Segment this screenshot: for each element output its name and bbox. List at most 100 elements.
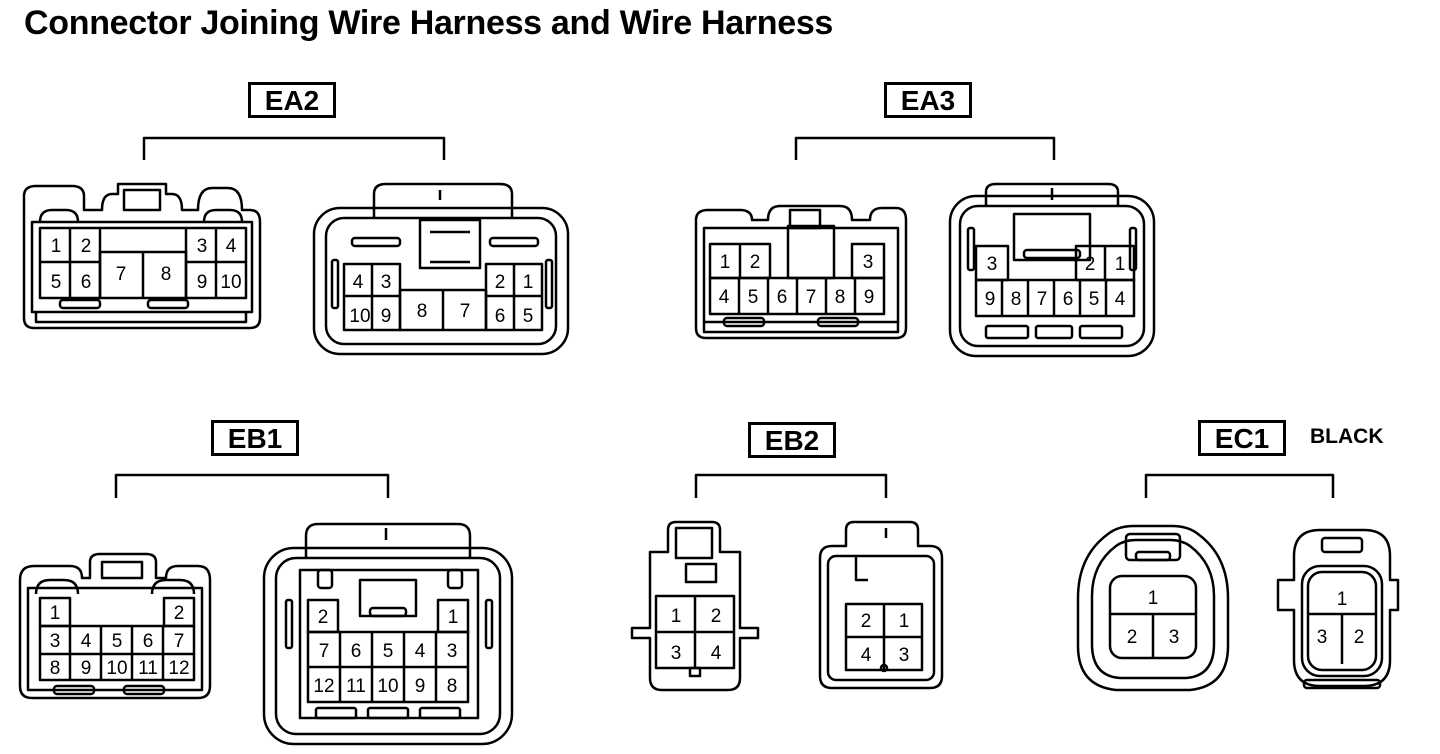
pin-label: 9 — [197, 272, 208, 293]
pin-label: 12 — [313, 676, 334, 697]
pin-label: 7 — [116, 264, 127, 285]
pin-label: 1 — [720, 252, 731, 273]
pin-label: 2 — [861, 611, 872, 632]
label-ec1: EC1 — [1198, 420, 1286, 456]
pin-label: 1 — [448, 607, 459, 628]
pin-label: 2 — [750, 252, 761, 273]
pin-label: 8 — [161, 264, 172, 285]
bracket-ea3 — [794, 136, 1056, 160]
pin-label: 1 — [523, 272, 534, 293]
pin-label: 5 — [51, 272, 62, 293]
pin-label: 4 — [81, 631, 92, 652]
pin-label: 3 — [447, 641, 458, 662]
bracket-eb1 — [114, 473, 390, 498]
pin-label: 1 — [899, 611, 910, 632]
pin-label: 10 — [349, 306, 370, 327]
pin-label: 9 — [81, 658, 92, 679]
pin-label: 4 — [861, 645, 872, 666]
pin-label: 8 — [417, 301, 428, 322]
pin-label: 2 — [318, 607, 329, 628]
pin-label: 2 — [495, 272, 506, 293]
pin-label: 9 — [381, 306, 392, 327]
label-eb2: EB2 — [748, 422, 836, 458]
pin-label: 6 — [81, 272, 92, 293]
pin-label: 7 — [460, 301, 471, 322]
pin-label: 6 — [495, 306, 506, 327]
pin-label: 7 — [1037, 289, 1048, 310]
pin-label: 2 — [1085, 254, 1096, 275]
connector-eb1-female: 2 1 7 6 5 4 3 12 11 10 9 8 — [262, 522, 514, 746]
pin-label: 9 — [985, 289, 996, 310]
pin-label: 5 — [383, 641, 394, 662]
pin-label: 1 — [50, 603, 61, 624]
pin-label: 3 — [987, 254, 998, 275]
pin-label: 3 — [1169, 627, 1180, 648]
pin-label: 4 — [711, 643, 722, 664]
pin-label: 9 — [864, 287, 875, 308]
pin-label: 6 — [351, 641, 362, 662]
pin-label: 3 — [1317, 627, 1328, 648]
pin-label: 7 — [174, 631, 185, 652]
label-eb1: EB1 — [211, 420, 299, 456]
pin-label: 10 — [106, 658, 127, 679]
pin-label: 3 — [863, 252, 874, 273]
connector-ea2-male: 1 2 3 4 5 6 7 8 9 10 — [22, 182, 262, 330]
pin-label: 11 — [346, 676, 366, 697]
pin-label: 2 — [711, 606, 722, 627]
pin-label: 7 — [806, 287, 817, 308]
pin-label: 8 — [447, 676, 458, 697]
pin-label: 7 — [319, 641, 330, 662]
pin-label: 5 — [748, 287, 759, 308]
connector-eb2-male: 1 2 3 4 — [630, 520, 760, 692]
pin-label: 3 — [381, 272, 392, 293]
pin-label: 4 — [719, 287, 730, 308]
pin-label: 4 — [226, 236, 237, 257]
pin-label: 11 — [138, 658, 158, 679]
pin-label: 1 — [51, 236, 62, 257]
connector-eb1-male: 1 2 3 4 5 6 7 8 9 10 11 12 — [18, 552, 212, 700]
pin-label: 2 — [1127, 627, 1138, 648]
pin-label: 10 — [377, 676, 398, 697]
connector-ea3-male: 1 2 3 4 5 6 7 8 9 — [694, 204, 908, 340]
pin-label: 5 — [1089, 289, 1100, 310]
pin-label: 3 — [50, 631, 61, 652]
pin-label: 5 — [112, 631, 123, 652]
pin-label: 1 — [1115, 254, 1126, 275]
pin-label: 8 — [1011, 289, 1022, 310]
bracket-eb2 — [694, 473, 888, 498]
pin-label: 8 — [50, 658, 61, 679]
connector-ec1-male: 1 2 3 — [1076, 524, 1230, 692]
bracket-ec1 — [1144, 473, 1335, 498]
pin-label: 12 — [168, 658, 189, 679]
label-ea2: EA2 — [248, 82, 336, 118]
diagram-title: Connector Joining Wire Harness and Wire … — [24, 4, 834, 42]
pin-label: 3 — [197, 236, 208, 257]
pin-label: 2 — [174, 603, 185, 624]
pin-label: 8 — [835, 287, 846, 308]
pin-label: 1 — [1337, 589, 1348, 610]
pin-label: 10 — [220, 272, 241, 293]
connector-ea2-female: 4 3 2 1 10 9 8 7 6 5 — [312, 182, 570, 356]
pin-label: 3 — [899, 645, 910, 666]
connector-ea3-female: 3 2 1 9 8 7 6 5 4 — [948, 182, 1156, 358]
label-ea3: EA3 — [884, 82, 972, 118]
pin-label: 5 — [523, 306, 534, 327]
pin-label: 4 — [1115, 289, 1126, 310]
bracket-ea2 — [142, 136, 446, 160]
color-note-black: BLACK — [1310, 425, 1384, 448]
pin-label: 6 — [1063, 289, 1074, 310]
pin-label: 6 — [777, 287, 788, 308]
pin-label: 3 — [671, 643, 682, 664]
pin-label: 6 — [143, 631, 154, 652]
connector-ec1-female: 1 3 2 — [1276, 528, 1400, 690]
pin-label: 4 — [353, 272, 364, 293]
connector-eb2-female: 2 1 4 3 — [818, 520, 944, 690]
pin-label: 1 — [671, 606, 682, 627]
pin-label: 1 — [1148, 588, 1159, 609]
pin-label: 4 — [415, 641, 426, 662]
pin-label: 9 — [415, 676, 426, 697]
pin-label: 2 — [1354, 627, 1365, 648]
pin-label: 2 — [81, 236, 92, 257]
